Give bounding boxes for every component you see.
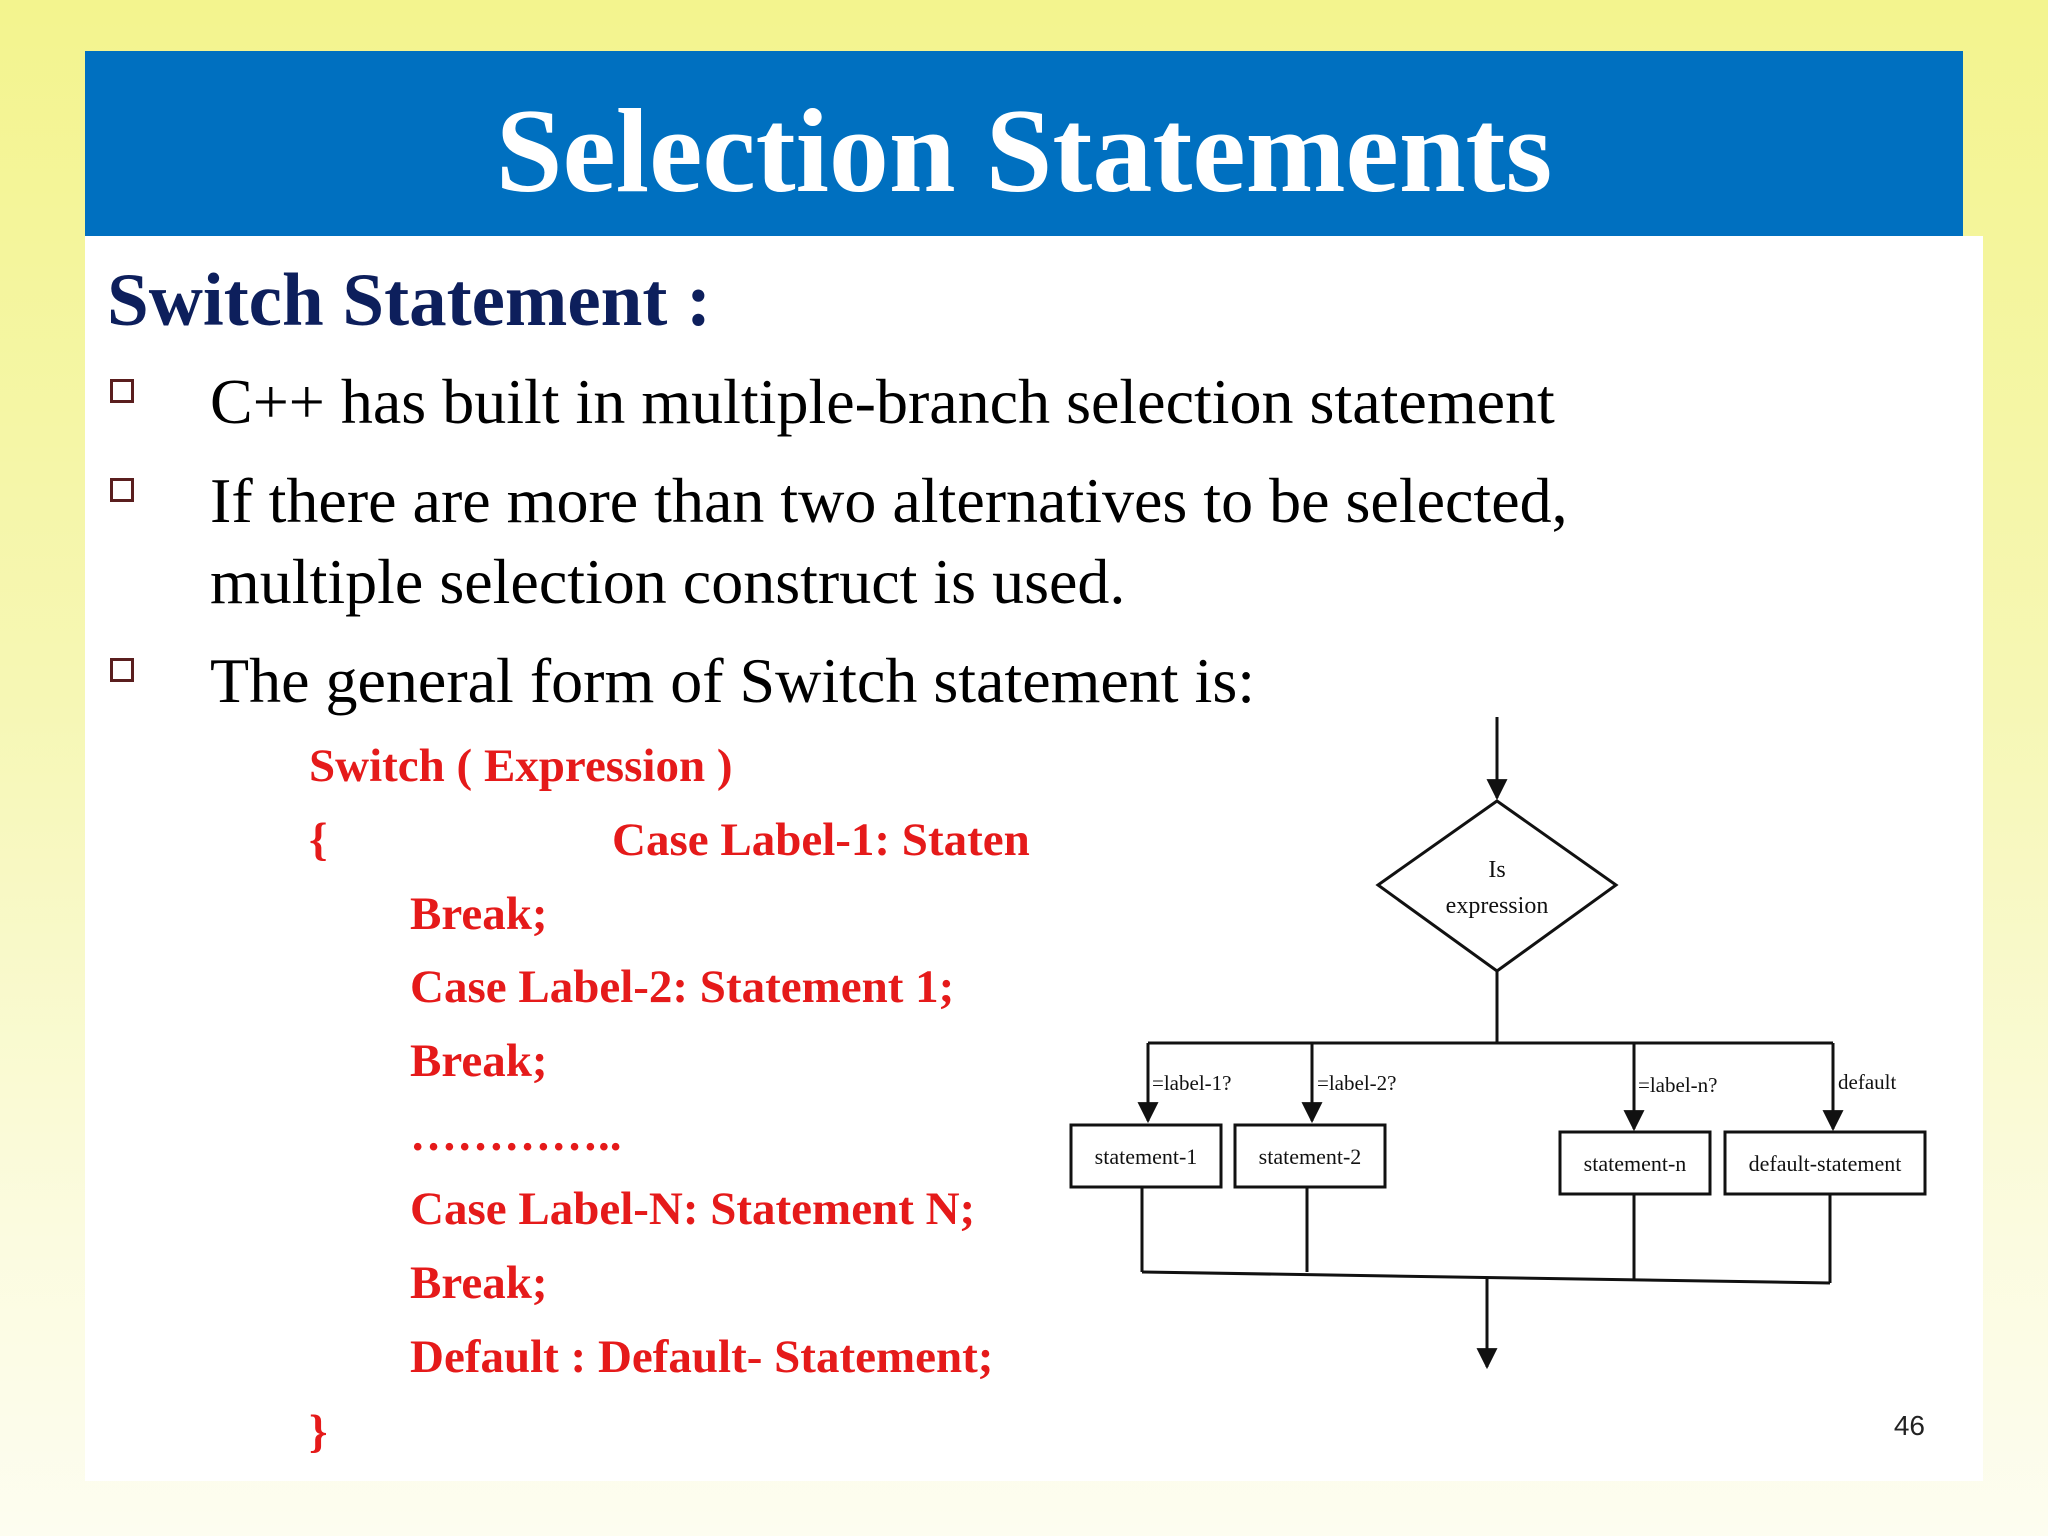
branch-label: default	[1838, 1070, 1896, 1094]
statement-box-label: statement-1	[1095, 1144, 1198, 1169]
branch-label: =label-1?	[1152, 1071, 1231, 1095]
code-case-2: Case Label-2: Statement 1;	[410, 961, 955, 1013]
code-case-1: Case Label-1: Staten	[612, 814, 1030, 866]
statement-box-label: statement-2	[1259, 1144, 1362, 1169]
code-switch-line: Switch ( Expression )	[309, 740, 733, 792]
code-case-n: Case Label-N: Statement N;	[410, 1183, 976, 1235]
code-break-1: Break;	[410, 888, 548, 940]
square-bullet-icon	[110, 478, 134, 502]
square-bullet-icon	[110, 658, 134, 682]
decision-text-line2: expression	[1446, 893, 1549, 919]
code-ellipsis: …………..	[410, 1109, 622, 1161]
square-bullet-icon	[110, 379, 134, 403]
statement-box	[1069, 1123, 1223, 1189]
statement-box	[1233, 1123, 1387, 1189]
decision-diamond	[1375, 799, 1619, 973]
slide-content: Switch Statement : C++ has built in mult…	[85, 236, 1983, 1481]
decision-text-line1: Is	[1488, 857, 1505, 883]
code-close-brace: }	[309, 1406, 328, 1458]
statement-box	[1558, 1130, 1712, 1196]
bullet-text: The general form of Switch statement is:	[210, 645, 1256, 716]
code-break-n: Break;	[410, 1257, 548, 1309]
title-bar: Selection Statements	[85, 51, 1963, 236]
bullet-text: If there are more than two alternatives …	[210, 465, 1568, 536]
code-open-brace: {	[309, 814, 328, 866]
branch-label: =label-n?	[1638, 1073, 1717, 1097]
bullet-text: C++ has built in multiple-branch selecti…	[210, 366, 1555, 437]
statement-box-label: default-statement	[1749, 1151, 1902, 1176]
statement-box-label: statement-n	[1584, 1151, 1687, 1176]
page-number: 46	[1893, 1410, 1925, 1441]
slide-title: Selection Statements	[495, 84, 1553, 217]
code-default: Default : Default- Statement;	[410, 1331, 994, 1383]
bullet-text-continuation: multiple selection construct is used.	[210, 546, 1126, 617]
section-heading: Switch Statement :	[107, 259, 712, 342]
branch-label: =label-2?	[1317, 1071, 1396, 1095]
switch-flowchart: Is expression =label-1? =label-2? =label…	[1069, 717, 1927, 1370]
statement-box	[1723, 1130, 1927, 1196]
code-break-2: Break;	[410, 1035, 548, 1087]
